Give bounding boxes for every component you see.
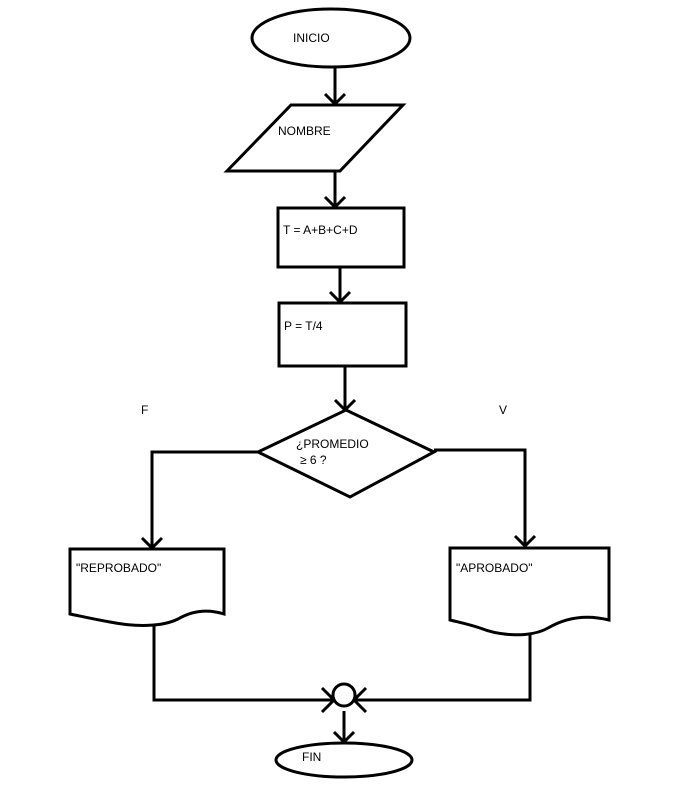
connector-reprobado-to-merge: [152, 624, 332, 702]
arrowhead-aprobado: [513, 534, 537, 549]
true-branch-label: V: [499, 403, 507, 417]
input-label: NOMBRE: [278, 124, 331, 138]
process-average: P = T/4: [277, 301, 408, 368]
start-label: INICIO: [293, 31, 330, 45]
decision-label-line2: ≥ 6 ?: [300, 453, 327, 467]
output-reprobado-label: "REPROBADO": [76, 561, 161, 575]
connector-decision-true: [434, 448, 527, 546]
connector-decision-false: [150, 450, 258, 548]
process-total: T = A+B+C+D: [276, 206, 406, 269]
process-average-label: P = T/4: [284, 319, 323, 333]
process-total-label: T = A+B+C+D: [283, 223, 358, 237]
output-aprobado-label: "APROBADO": [456, 561, 533, 575]
output-aprobado: "APROBADO": [448, 546, 611, 637]
input-parallelogram: NOMBRE: [223, 103, 407, 173]
false-branch-label: F: [141, 403, 148, 417]
decision-label-line1: ¿PROMEDIO: [296, 437, 369, 451]
connector-aprobado-to-merge: [355, 634, 532, 702]
end-terminal: FIN: [274, 741, 414, 779]
start-terminal: INICIO: [250, 7, 412, 69]
output-reprobado: "REPROBADO": [68, 547, 226, 627]
end-label: FIN: [302, 750, 321, 764]
merge-connector: [331, 682, 357, 708]
decision-diamond: ¿PROMEDIO ≥ 6 ?: [254, 408, 438, 499]
